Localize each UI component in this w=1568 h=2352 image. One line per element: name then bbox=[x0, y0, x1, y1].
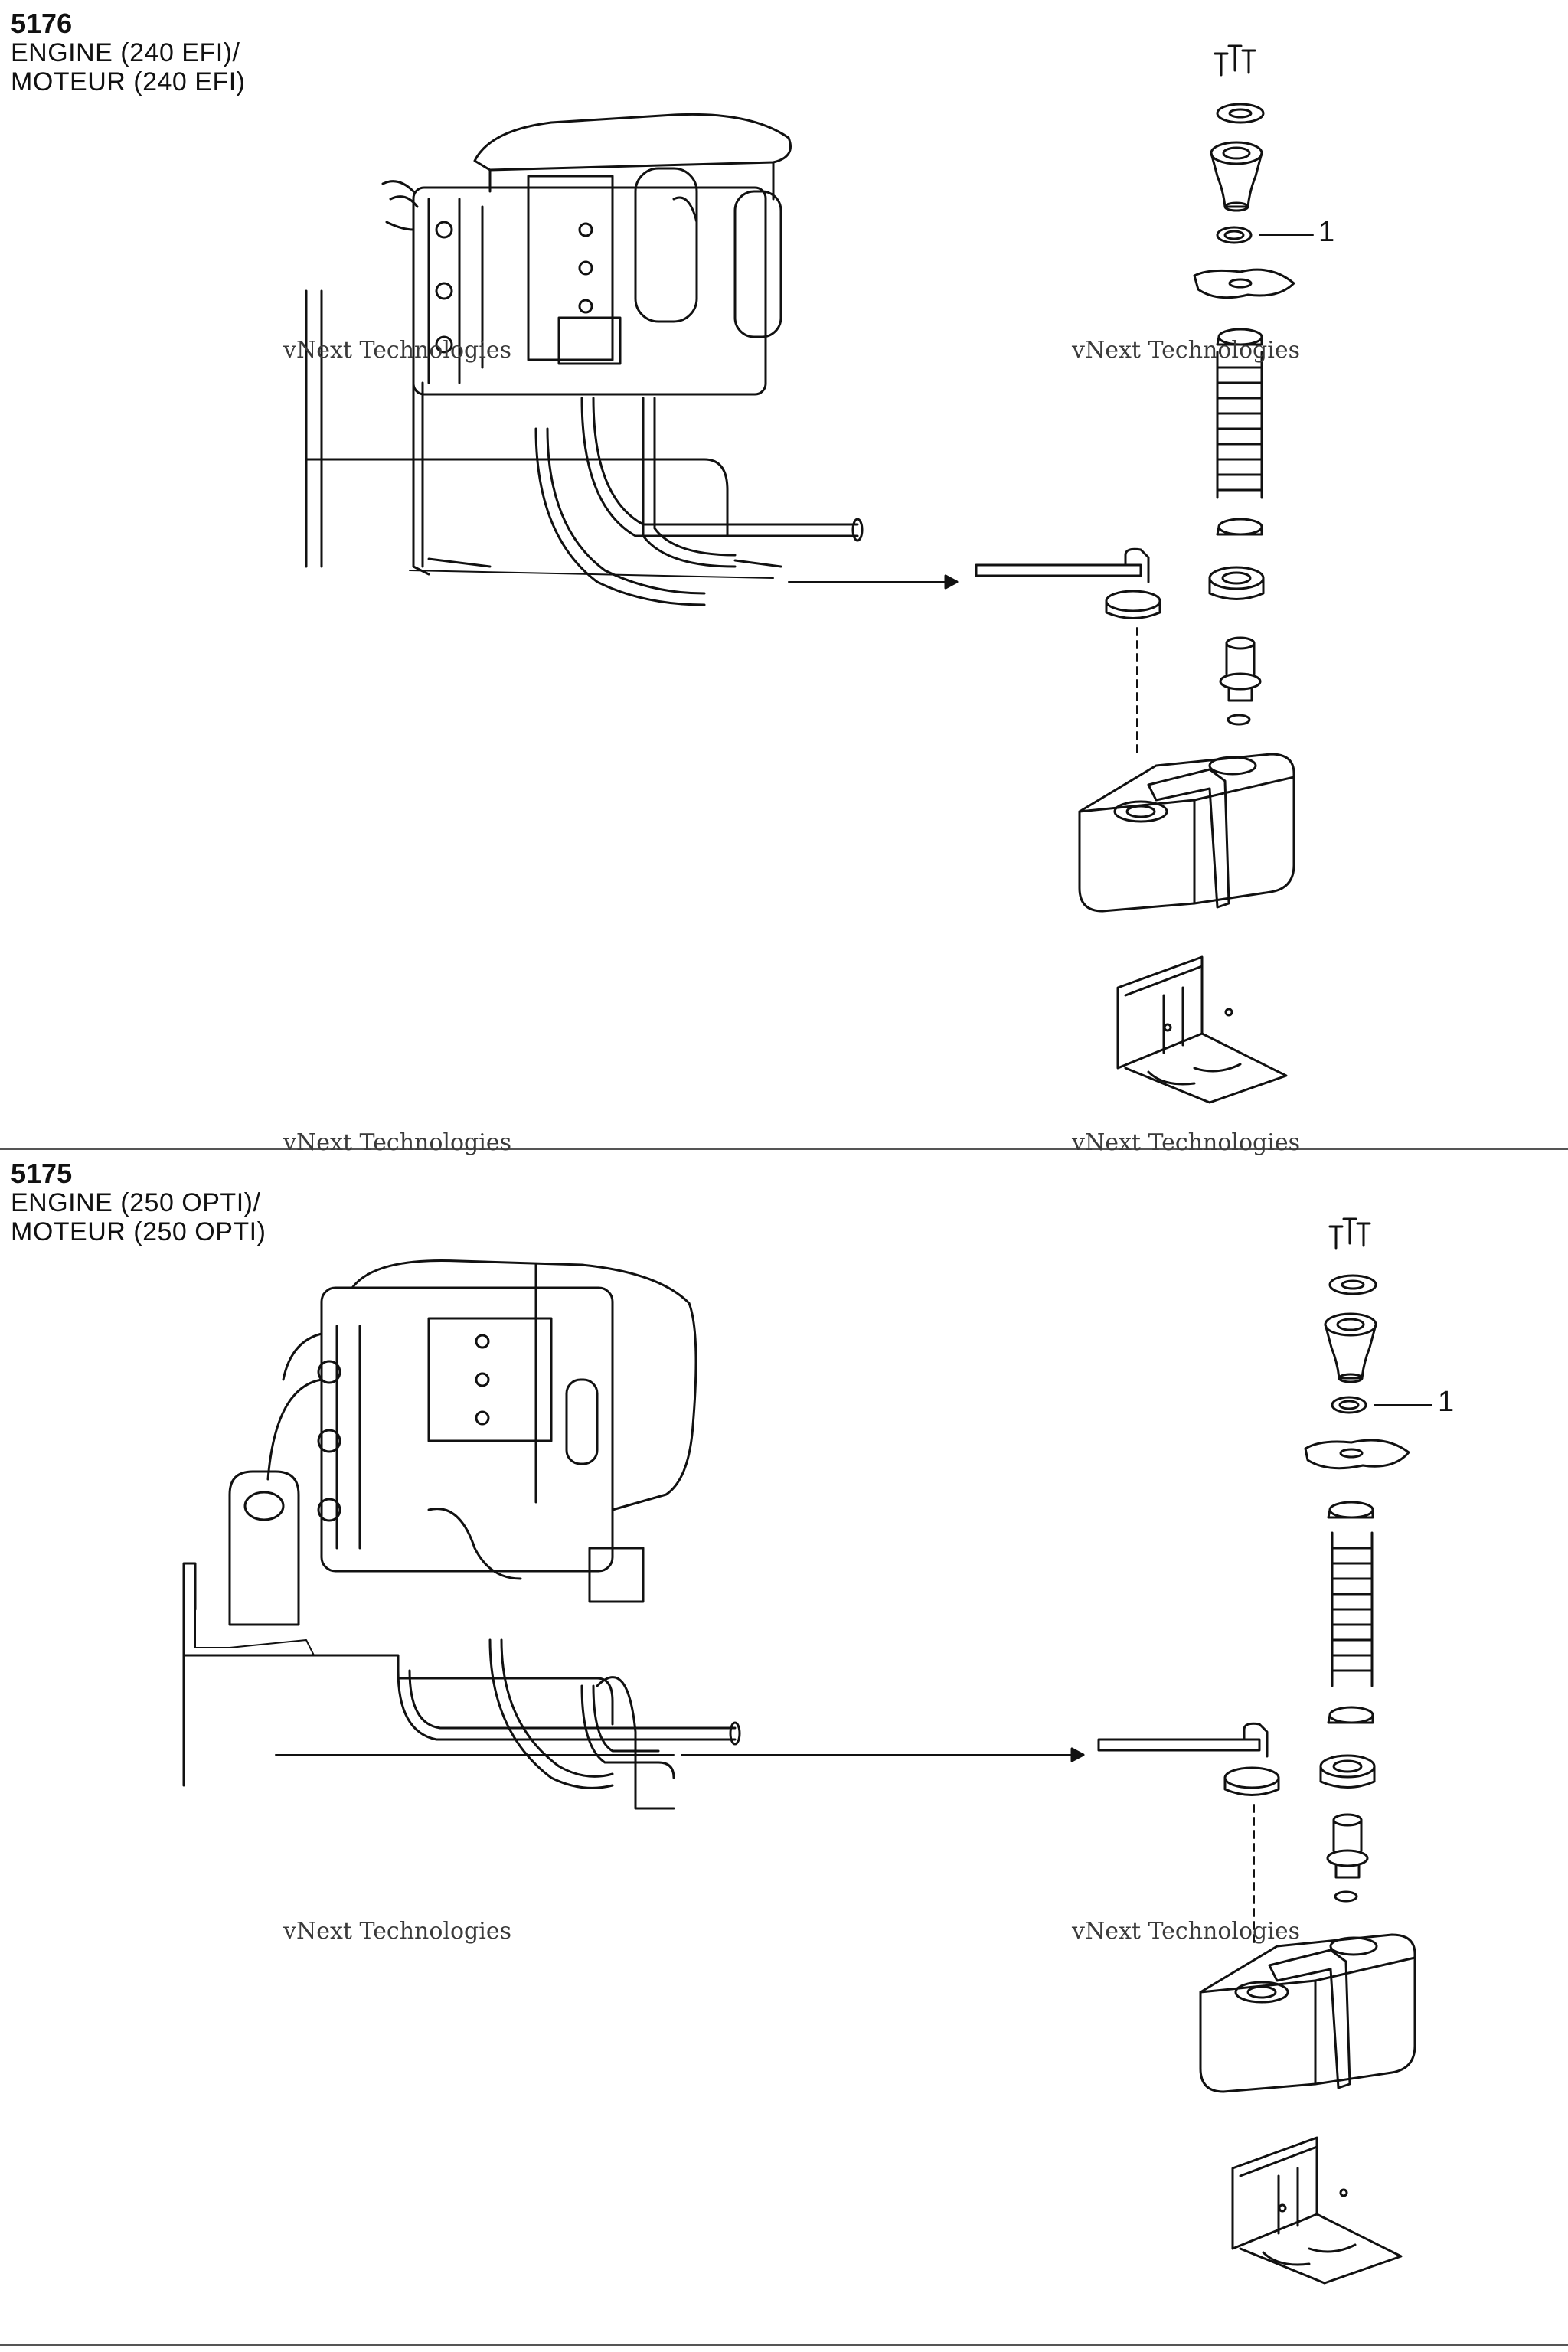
deck-seal bbox=[1193, 268, 1295, 299]
vent-fitting bbox=[975, 547, 1161, 619]
hose-clamp-upper bbox=[1327, 1501, 1374, 1519]
arrow-head bbox=[944, 574, 959, 590]
page-bottom-rule bbox=[0, 2344, 1568, 2346]
tank-nut bbox=[1319, 1754, 1376, 1788]
filler-screws bbox=[1328, 1217, 1371, 1250]
deck-seal bbox=[1304, 1439, 1410, 1470]
section-number: 5175 bbox=[11, 1158, 73, 1189]
section-title-en: ENGINE (240 EFI)/ bbox=[11, 38, 240, 67]
filler-flange bbox=[1216, 103, 1265, 124]
filler-hose bbox=[1331, 1531, 1374, 1687]
engine-mount-line bbox=[412, 458, 729, 537]
transom-line bbox=[305, 289, 415, 568]
engine-250-opti-drawing bbox=[182, 1217, 1432, 2285]
filler-screws bbox=[1214, 44, 1256, 77]
section-header: 5175 ENGINE (250 OPTI)/ MOTEUR (250 OPTI… bbox=[11, 1158, 266, 1247]
hose-clamp-lower bbox=[1327, 1706, 1374, 1724]
hose-clamp-upper bbox=[1216, 328, 1263, 346]
section-title-fr: MOTEUR (250 OPTI) bbox=[11, 1217, 266, 1246]
engine-cowl bbox=[473, 113, 792, 201]
routing-line bbox=[409, 570, 774, 579]
fuel-tank bbox=[1078, 753, 1295, 913]
filler-neck bbox=[1324, 1312, 1377, 1383]
tank-fitting bbox=[1219, 636, 1262, 702]
fitting-o-ring bbox=[1227, 714, 1251, 726]
diagram-section-5176: 5176 ENGINE (240 EFI)/ MOTEUR (240 EFI) bbox=[0, 0, 1568, 1148]
diagram-section-5175: 5175 ENGINE (250 OPTI)/ MOTEUR (250 OPTI… bbox=[0, 1150, 1568, 2344]
hose-clamp-lower bbox=[1216, 518, 1263, 536]
engine-240-efi-drawing bbox=[305, 44, 1314, 1104]
o-ring-gasket bbox=[1331, 1396, 1367, 1414]
fuel-tank bbox=[1199, 1933, 1416, 2093]
filler-neck bbox=[1210, 141, 1263, 212]
tank-bracket bbox=[1116, 956, 1288, 1104]
engine-block bbox=[228, 1286, 645, 1626]
mount-shelf bbox=[182, 1654, 614, 1726]
filler-hose bbox=[1216, 351, 1263, 499]
tank-fitting bbox=[1326, 1813, 1369, 1879]
section-title-fr: MOTEUR (240 EFI) bbox=[11, 67, 246, 96]
callout-number: 1 bbox=[1318, 216, 1335, 248]
vent-fitting bbox=[1097, 1722, 1280, 1796]
tank-bracket bbox=[1231, 2136, 1403, 2285]
engine-cowl bbox=[351, 1259, 697, 1511]
fuel-hoses bbox=[397, 1638, 741, 1810]
section-number: 5176 bbox=[11, 8, 73, 39]
transom-line bbox=[182, 1562, 197, 1787]
tank-nut bbox=[1208, 566, 1265, 600]
engine-block bbox=[381, 167, 782, 396]
o-ring-gasket bbox=[1216, 226, 1253, 244]
section-divider bbox=[0, 1148, 1568, 1150]
section-header: 5176 ENGINE (240 EFI)/ MOTEUR (240 EFI) bbox=[11, 8, 246, 97]
filler-flange bbox=[1328, 1274, 1377, 1295]
fuel-hoses bbox=[412, 381, 864, 606]
callout-number: 1 bbox=[1438, 1386, 1455, 1418]
arrow-head bbox=[1070, 1747, 1085, 1762]
section-title-en: ENGINE (250 OPTI)/ bbox=[11, 1188, 261, 1217]
fitting-o-ring bbox=[1334, 1890, 1358, 1903]
